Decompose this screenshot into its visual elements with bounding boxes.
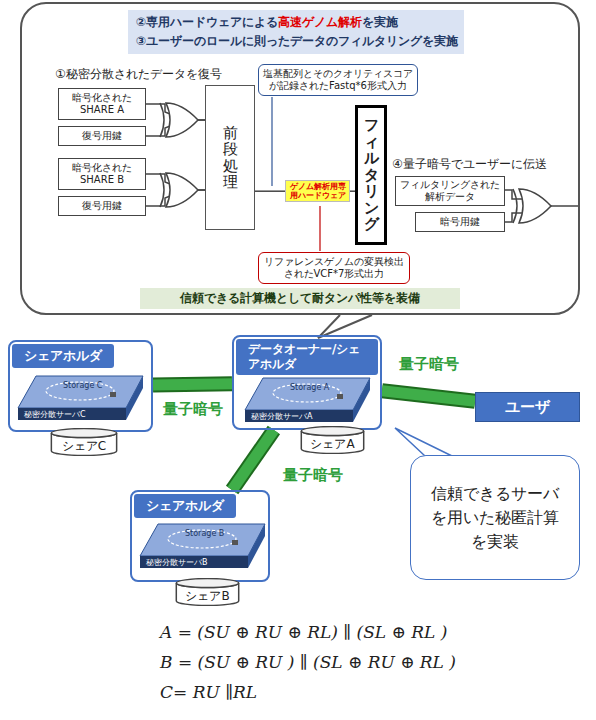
filter-box: フィルタリング bbox=[355, 105, 387, 245]
storage-cylinder: シェアB bbox=[175, 578, 240, 606]
label-text: B = (SU ⊕ RU ) ∥ (SL ⊕ RU ⊕ RL ) bbox=[160, 652, 456, 672]
note-callout: リファレンスゲノムの変異検出されたVCF*7形式出力 bbox=[258, 252, 410, 284]
node-text: シェアC bbox=[62, 438, 106, 455]
wire bbox=[505, 190, 578, 222]
label-text: Storage A bbox=[290, 383, 329, 392]
node-text: シェアA bbox=[310, 436, 354, 453]
quantum-pipe bbox=[232, 430, 274, 490]
quantum-pipe bbox=[153, 384, 232, 385]
node-text: シェアホルダ bbox=[12, 344, 114, 368]
xor-gate bbox=[160, 103, 198, 137]
hardware-box: ゲノム解析用専用ハードウェア bbox=[285, 180, 350, 202]
connector-line bbox=[232, 430, 274, 490]
share-box: 暗号化された SHARE A bbox=[58, 88, 146, 120]
process-box: 前段処理 bbox=[205, 85, 255, 230]
label-text: A = (SU ⊕ RU ⊕ RL) ∥ (SL ⊕ RL ) bbox=[160, 622, 447, 642]
xor-gate bbox=[160, 173, 198, 207]
user-box: ユーザ bbox=[475, 392, 580, 422]
share-box: 暗号化された SHARE B bbox=[58, 158, 146, 190]
node-text: 暗号用鍵 bbox=[440, 216, 480, 228]
key-box: 復号用鍵 bbox=[58, 126, 146, 146]
connector-line bbox=[153, 384, 232, 385]
label-text: Storage C bbox=[63, 381, 102, 390]
node-text: シェアB bbox=[185, 588, 229, 605]
node-text: 暗号化された SHARE B bbox=[63, 162, 141, 186]
path-shape bbox=[166, 173, 198, 207]
label-text: C= RU ∥RL bbox=[160, 682, 257, 702]
label-text: 高速ゲノム解析 bbox=[278, 14, 362, 31]
path-shape bbox=[166, 103, 198, 137]
node-text: リファレンスゲノムの変異検出されたVCF*7形式出力 bbox=[263, 256, 405, 280]
node-text: 暗号化された SHARE A bbox=[63, 92, 141, 116]
connector-line bbox=[255, 190, 285, 192]
node-text: 信頼できる計算機として耐タンパ性等を装備 bbox=[140, 288, 460, 309]
label-text: を実施 bbox=[362, 14, 398, 31]
connector-line bbox=[382, 391, 475, 401]
storage-cylinder: シェアC bbox=[50, 428, 118, 456]
connector-line bbox=[153, 384, 232, 385]
node-text: ゲノム解析用専用ハードウェア bbox=[288, 182, 347, 200]
speech-callout: 信頼できるサーバを用いた秘匿計算を実装 bbox=[410, 455, 580, 580]
header-band bbox=[128, 10, 464, 54]
label-text: 秘密分散サーバC bbox=[24, 409, 86, 420]
note-callout: 塩基配列とそのクオリティスコアが記録されたFastq*6形式入力 bbox=[258, 64, 418, 96]
connector-line bbox=[382, 391, 475, 401]
node-text: 塩基配列とそのクオリティスコアが記録されたFastq*6形式入力 bbox=[263, 68, 413, 92]
storage-cylinder: シェアA bbox=[300, 426, 365, 454]
edge-label: 量子暗号 bbox=[398, 355, 460, 374]
edge-label: 量子暗号 bbox=[162, 400, 224, 419]
ellipse-shape bbox=[176, 579, 238, 588]
ellipse-shape bbox=[301, 427, 363, 436]
node-text: 信頼できるサーバを用いた秘匿計算を実装 bbox=[425, 482, 565, 554]
edge-label: 量子暗号 bbox=[282, 466, 344, 485]
connector-line bbox=[232, 430, 274, 490]
ellipse-shape bbox=[51, 429, 116, 438]
path-shape bbox=[519, 189, 551, 223]
node-text: データオーナー/シェアホルダ bbox=[236, 339, 378, 375]
node-text: 復号用鍵 bbox=[82, 130, 122, 142]
key-box: 暗号用鍵 bbox=[415, 212, 505, 232]
node-text: フィルタリングされた 解析データ bbox=[400, 179, 500, 203]
node-text: ユーザ bbox=[505, 398, 550, 417]
server-illustration bbox=[18, 376, 143, 420]
node-text: 復号用鍵 bbox=[82, 200, 122, 212]
path-shape bbox=[160, 173, 164, 207]
label-text: 秘密分散サーバA bbox=[251, 411, 312, 422]
path-shape bbox=[160, 103, 164, 137]
leader-line bbox=[271, 97, 272, 186]
label-text: ④量子暗号でユーザーに伝送 bbox=[392, 156, 547, 173]
quantum-pipe bbox=[382, 391, 475, 401]
xor-gate bbox=[513, 189, 551, 223]
path-shape bbox=[513, 189, 517, 223]
leader-line bbox=[319, 206, 320, 251]
label-text: ①秘密分散されたデータを復号 bbox=[55, 66, 222, 83]
path-shape bbox=[551, 205, 578, 207]
callout-tail bbox=[395, 428, 452, 456]
label-text: 秘密分散サーバB bbox=[146, 557, 208, 568]
label-text: ②専用ハードウェアによる bbox=[136, 14, 278, 31]
server-illustration bbox=[140, 524, 265, 568]
key-box: 復号用鍵 bbox=[58, 196, 146, 216]
server-illustration bbox=[245, 378, 370, 422]
connector bbox=[255, 191, 285, 192]
label-text: Storage B bbox=[185, 529, 224, 538]
node-text: 前段処理 bbox=[223, 125, 238, 191]
node-text: フィルタリング bbox=[364, 117, 379, 233]
data-box: フィルタリングされた 解析データ bbox=[395, 176, 505, 206]
label-text: ③ユーザーのロールに則ったデータのフィルタリングを実施 bbox=[136, 33, 458, 50]
header-line: ②専用ハードウェアによる高速ゲノム解析を実施 bbox=[136, 14, 398, 31]
node-text: シェアホルダ bbox=[134, 494, 236, 518]
